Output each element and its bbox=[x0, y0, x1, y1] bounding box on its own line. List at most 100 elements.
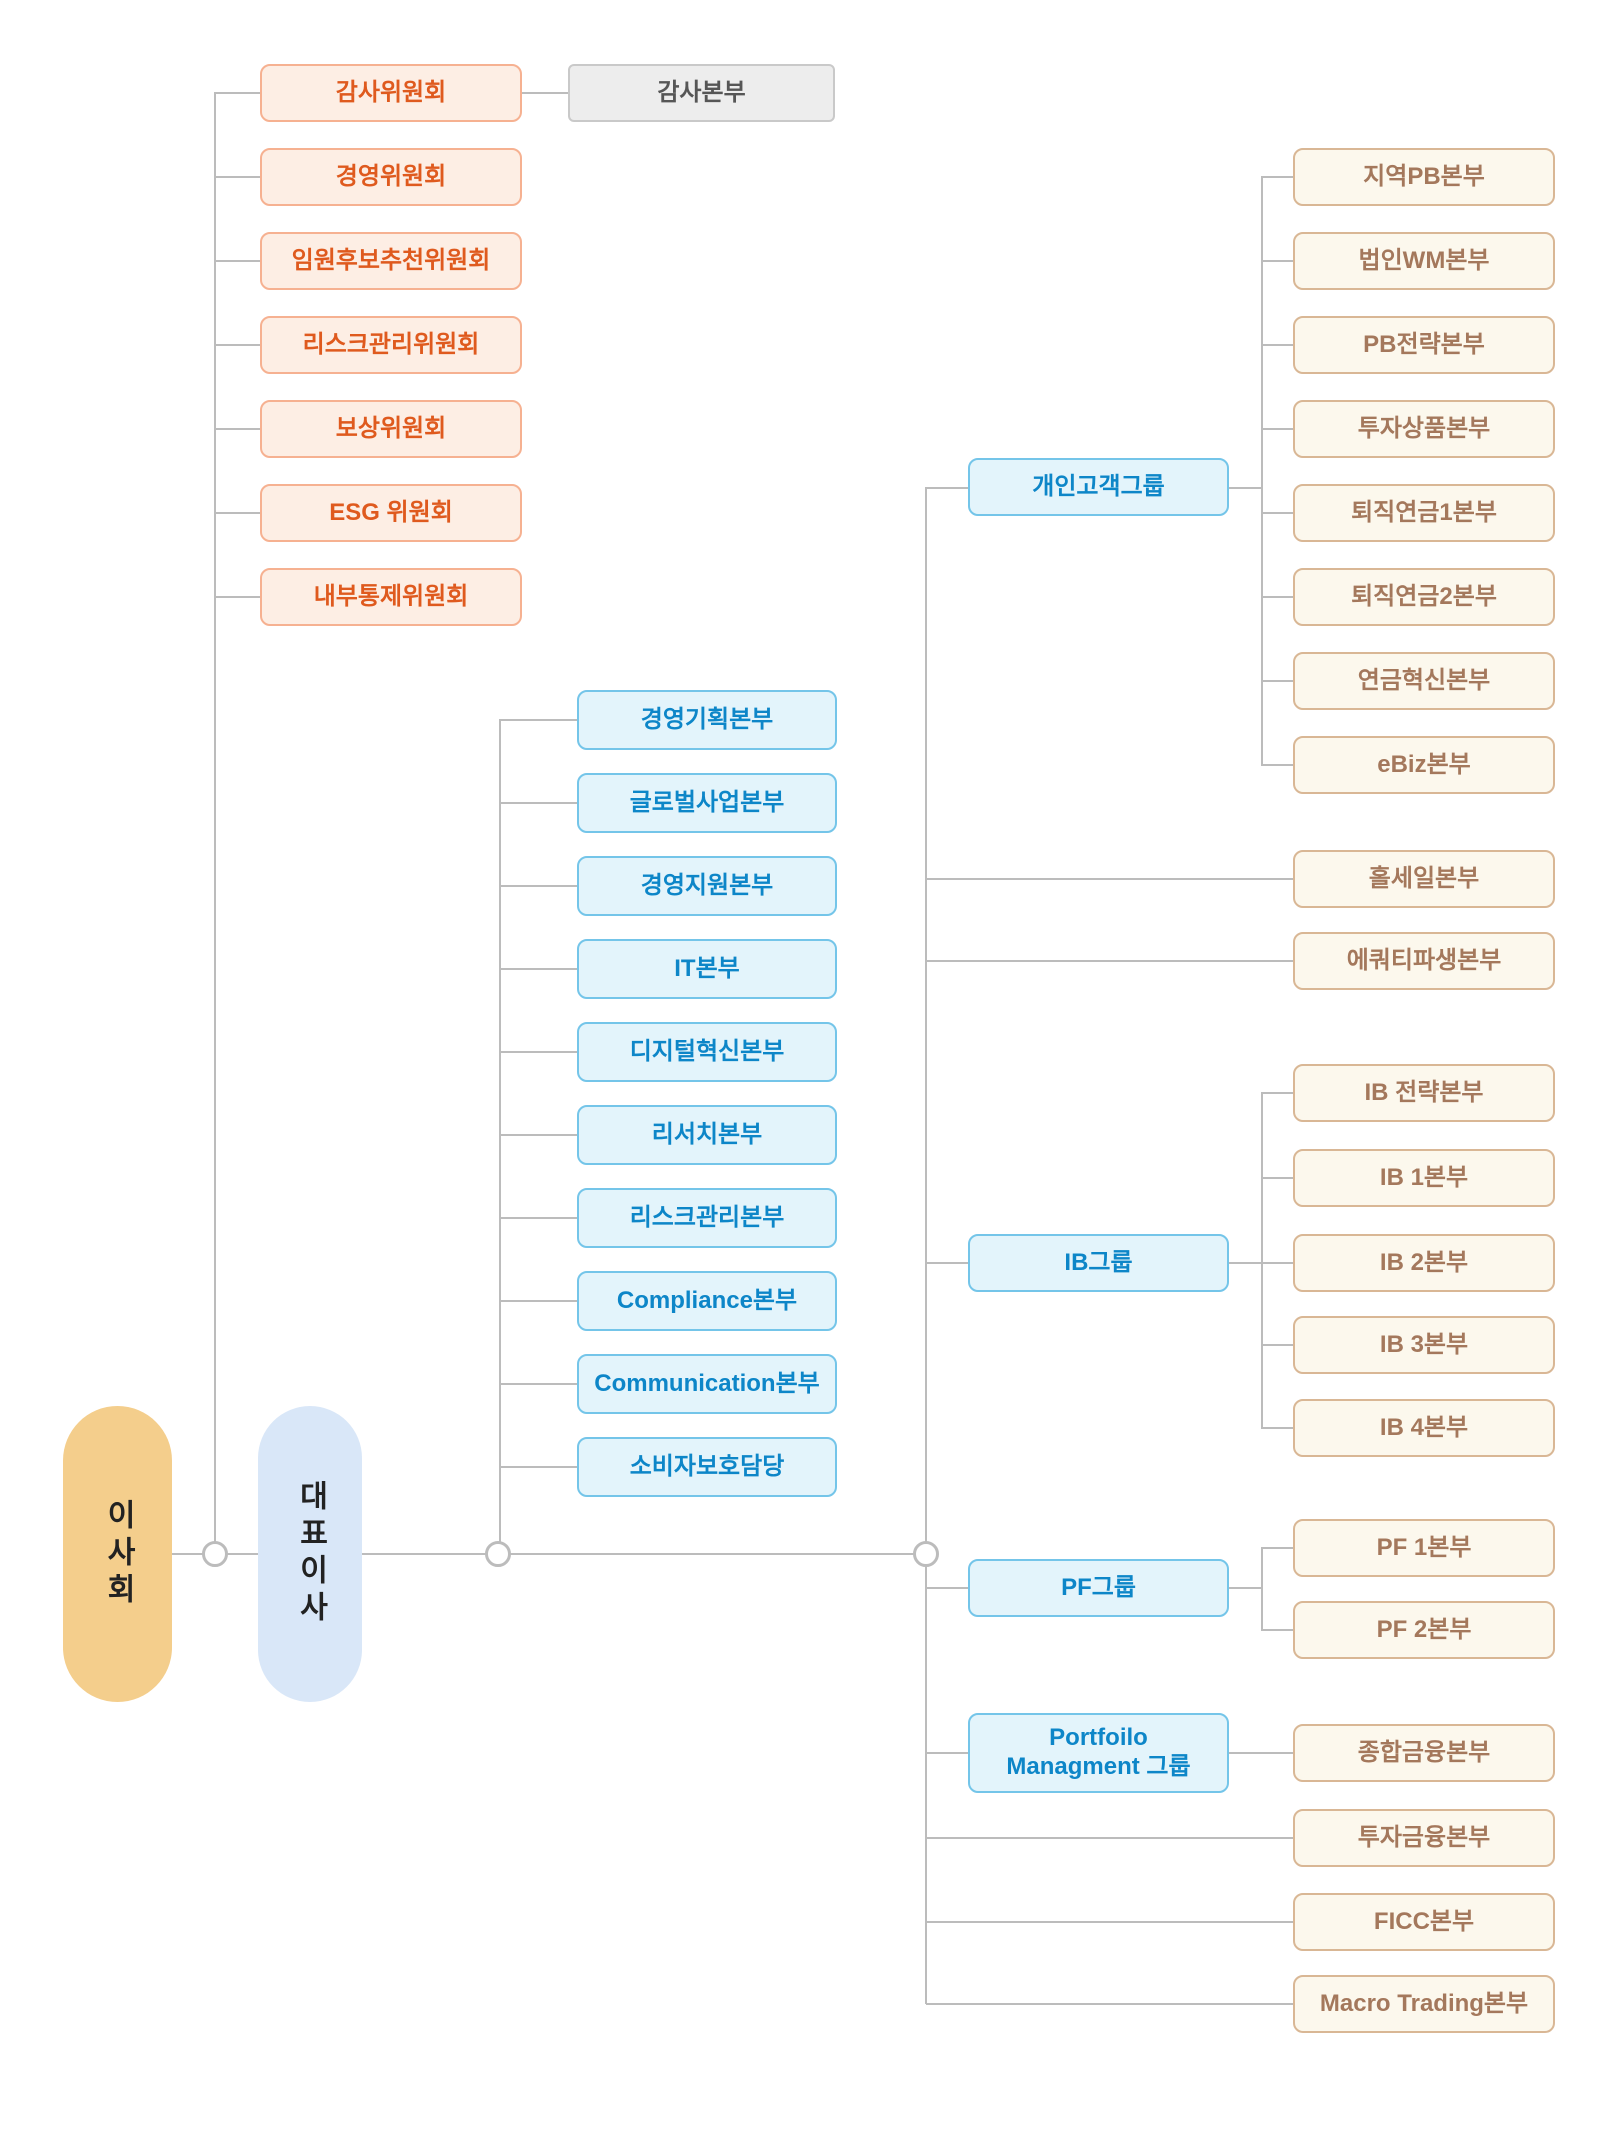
connector bbox=[500, 1466, 577, 1468]
dept-node: FICC본부 bbox=[1293, 1893, 1555, 1951]
division-node: IT본부 bbox=[577, 939, 837, 999]
connector bbox=[500, 1217, 577, 1219]
junction-dot bbox=[485, 1541, 511, 1567]
dept-node: 지역PB본부 bbox=[1293, 148, 1555, 206]
connector bbox=[215, 260, 260, 262]
dept-node: 투자상품본부 bbox=[1293, 400, 1555, 458]
audit-hq-node: 감사본부 bbox=[568, 64, 835, 122]
division-node: 글로벌사업본부 bbox=[577, 773, 837, 833]
connector bbox=[1262, 1177, 1293, 1179]
dept-node: 종합금융본부 bbox=[1293, 1724, 1555, 1782]
committee-node: 임원후보추천위원회 bbox=[260, 232, 522, 290]
connector bbox=[215, 176, 260, 178]
committee-node: 감사위원회 bbox=[260, 64, 522, 122]
junction-dot bbox=[913, 1541, 939, 1567]
junction-dot bbox=[202, 1541, 228, 1567]
connector bbox=[500, 885, 577, 887]
dept-node: 투자금융본부 bbox=[1293, 1809, 1555, 1867]
connector bbox=[1262, 1344, 1293, 1346]
connector bbox=[1261, 1547, 1263, 1631]
connector bbox=[1261, 1092, 1263, 1429]
dept-node: IB 전략본부 bbox=[1293, 1064, 1555, 1122]
committee-node: 경영위원회 bbox=[260, 148, 522, 206]
dept-node: IB 4본부 bbox=[1293, 1399, 1555, 1457]
connector bbox=[215, 1553, 258, 1555]
connector bbox=[926, 1587, 968, 1589]
connector bbox=[1229, 487, 1262, 489]
connector bbox=[926, 878, 1293, 880]
dept-node: IB 1본부 bbox=[1293, 1149, 1555, 1207]
connector bbox=[172, 1553, 215, 1555]
connector bbox=[522, 92, 568, 94]
connector bbox=[1262, 1629, 1293, 1631]
connector bbox=[1262, 344, 1293, 346]
ceo-pill: 대표이사 bbox=[258, 1406, 362, 1702]
connector bbox=[1262, 428, 1293, 430]
connector bbox=[500, 802, 577, 804]
connector bbox=[1262, 1092, 1293, 1094]
portfolio-management-group-node: Portfoilo Managment 그룹 bbox=[968, 1713, 1229, 1793]
connector bbox=[215, 428, 260, 430]
connector bbox=[926, 1262, 968, 1264]
division-node: 경영기획본부 bbox=[577, 690, 837, 750]
dept-node: PF 2본부 bbox=[1293, 1601, 1555, 1659]
connector bbox=[1262, 1427, 1293, 1429]
committee-node: 보상위원회 bbox=[260, 400, 522, 458]
connector bbox=[926, 1837, 1293, 1839]
division-node: Communication본부 bbox=[577, 1354, 837, 1414]
connector bbox=[1262, 1547, 1293, 1549]
dept-node: PF 1본부 bbox=[1293, 1519, 1555, 1577]
dept-node: 법인WM본부 bbox=[1293, 232, 1555, 290]
connector bbox=[215, 344, 260, 346]
connector bbox=[926, 1752, 968, 1754]
connector bbox=[1262, 764, 1293, 766]
connector bbox=[499, 719, 501, 1554]
connector bbox=[215, 92, 260, 94]
committee-node: ESG 위원회 bbox=[260, 484, 522, 542]
division-node: 리스크관리본부 bbox=[577, 1188, 837, 1248]
division-node: 소비자보호담당 bbox=[577, 1437, 837, 1497]
connector bbox=[362, 1553, 926, 1555]
connector bbox=[1262, 680, 1293, 682]
dept-node: IB 2본부 bbox=[1293, 1234, 1555, 1292]
connector bbox=[1261, 176, 1263, 766]
connector bbox=[215, 512, 260, 514]
dept-node: Macro Trading본부 bbox=[1293, 1975, 1555, 2033]
dept-node: IB 3본부 bbox=[1293, 1316, 1555, 1374]
ib-group-node: IB그룹 bbox=[968, 1234, 1229, 1292]
connector bbox=[1229, 1587, 1262, 1589]
connector bbox=[500, 1300, 577, 1302]
connector bbox=[214, 92, 216, 1554]
dept-node: 홀세일본부 bbox=[1293, 850, 1555, 908]
connector bbox=[1262, 260, 1293, 262]
connector bbox=[500, 1134, 577, 1136]
dept-node: 퇴직연금2본부 bbox=[1293, 568, 1555, 626]
connector bbox=[1229, 1752, 1293, 1754]
division-node: 경영지원본부 bbox=[577, 856, 837, 916]
connector bbox=[925, 487, 927, 2004]
connector bbox=[500, 968, 577, 970]
connector bbox=[500, 1383, 577, 1385]
connector bbox=[1229, 1262, 1262, 1264]
dept-node: 연금혁신본부 bbox=[1293, 652, 1555, 710]
personal-customer-group-node: 개인고객그룹 bbox=[968, 458, 1229, 516]
connector bbox=[926, 2003, 1293, 2005]
connector bbox=[1262, 1262, 1293, 1264]
dept-node: eBiz본부 bbox=[1293, 736, 1555, 794]
division-node: Compliance본부 bbox=[577, 1271, 837, 1331]
connector bbox=[926, 487, 968, 489]
dept-node: 에쿼티파생본부 bbox=[1293, 932, 1555, 990]
connector bbox=[1262, 512, 1293, 514]
dept-node: 퇴직연금1본부 bbox=[1293, 484, 1555, 542]
connector bbox=[1262, 596, 1293, 598]
connector bbox=[500, 1051, 577, 1053]
dept-node: PB전략본부 bbox=[1293, 316, 1555, 374]
connector bbox=[215, 596, 260, 598]
committee-node: 내부통제위원회 bbox=[260, 568, 522, 626]
pf-group-node: PF그룹 bbox=[968, 1559, 1229, 1617]
connector bbox=[926, 1921, 1293, 1923]
committee-node: 리스크관리위원회 bbox=[260, 316, 522, 374]
connector bbox=[500, 719, 577, 721]
division-node: 리서치본부 bbox=[577, 1105, 837, 1165]
